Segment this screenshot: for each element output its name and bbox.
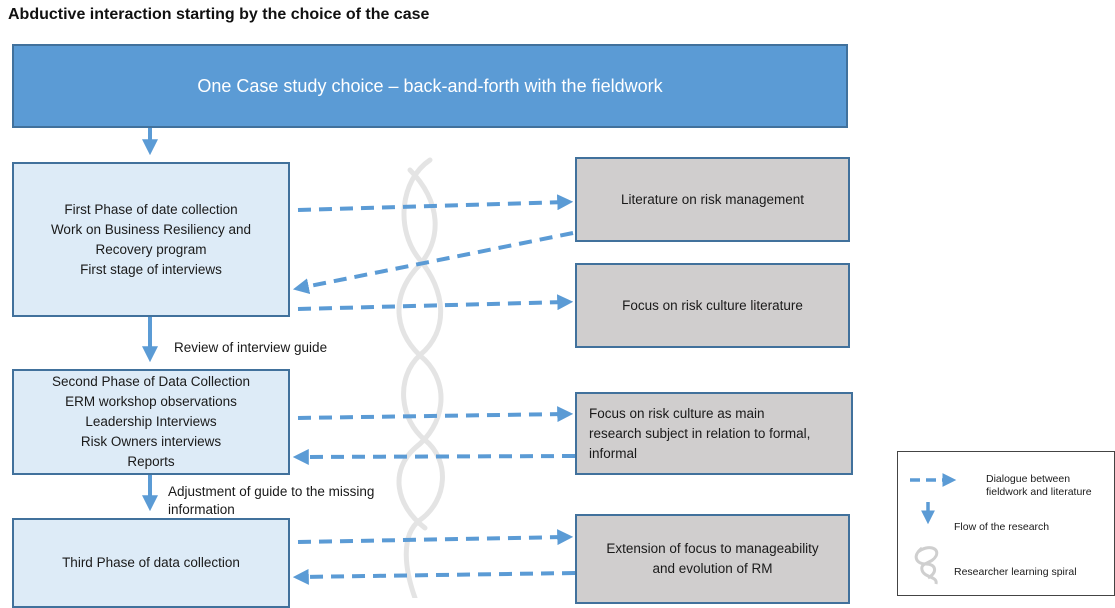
adjustment-note-line2: information xyxy=(168,502,235,517)
literature-risk-management-box: Literature on risk management xyxy=(575,157,850,242)
dialogue-arrow-literature-to-phase1 xyxy=(292,231,574,295)
risk-culture-main-subject-box: Focus on risk culture as main research s… xyxy=(575,392,853,475)
dialogue-arrow-main-subject-to-phase2 xyxy=(292,448,576,465)
phase-line: Second Phase of Data Collection xyxy=(51,374,251,389)
risk-culture-literature-box: Focus on risk culture literature xyxy=(575,263,850,348)
phase-line: Work on Business Resiliency and xyxy=(50,221,252,237)
dialogue-arrow-phase1-to-risk-culture xyxy=(297,294,574,311)
phase-line: Third Phase of data collection xyxy=(62,555,240,570)
phase-1-box: First Phase of date collection Work on B… xyxy=(12,162,290,317)
dialogue-arrow-phase3-to-extension xyxy=(297,529,574,546)
dialogue-arrow-extension-to-phase3 xyxy=(292,568,576,585)
phase-line: Reports xyxy=(127,454,175,469)
literature-line: Focus on risk culture as main xyxy=(589,405,765,421)
phase-line: Risk Owners interviews xyxy=(80,434,222,449)
adjustment-note-line1: Adjustment of guide to the missing xyxy=(168,484,375,499)
literature-line: Focus on risk culture literature xyxy=(622,297,803,313)
literature-line: informal xyxy=(589,445,638,461)
legend-spiral-label: Researcher learning spiral xyxy=(954,566,1077,578)
literature-line: Extension of focus to manageability xyxy=(606,541,819,556)
manageability-extension-box: Extension of focus to manageability and … xyxy=(575,514,850,604)
legend-flow-label: Flow of the research xyxy=(954,521,1050,533)
phase-line: First Phase of date collection xyxy=(64,201,238,217)
legend-spiral-icon xyxy=(914,546,939,585)
case-study-banner: One Case study choice – back-and-forth w… xyxy=(12,44,848,128)
banner-text: One Case study choice – back-and-forth w… xyxy=(197,75,663,96)
phase-line: ERM workshop observations xyxy=(65,394,237,409)
phase-line: Recovery program xyxy=(95,241,207,257)
literature-line: Literature on risk management xyxy=(620,191,805,207)
literature-line: and evolution of RM xyxy=(652,561,773,576)
phase-2-box: Second Phase of Data Collection ERM work… xyxy=(12,369,290,475)
dialogue-arrow-phase1-to-literature xyxy=(297,194,574,212)
legend-symbols xyxy=(910,473,957,585)
dialogue-arrow-phase2-to-main-subject xyxy=(297,406,574,423)
legend-box: Dialogue between fieldwork and literatur… xyxy=(897,451,1115,596)
phase-3-box: Third Phase of data collection xyxy=(12,518,290,608)
literature-line: research subject in relation to formal, xyxy=(589,425,811,441)
diagram-title: Abductive interaction starting by the ch… xyxy=(8,6,430,23)
phase-line: First stage of interviews xyxy=(80,261,222,277)
legend-dialogue-label-line2: fieldwork and literature xyxy=(986,486,1092,498)
phase-line: Leadership Interviews xyxy=(85,414,217,429)
review-interview-guide-note: Review of interview guide xyxy=(174,340,328,355)
legend-dialogue-label-line1: Dialogue between xyxy=(986,473,1071,485)
